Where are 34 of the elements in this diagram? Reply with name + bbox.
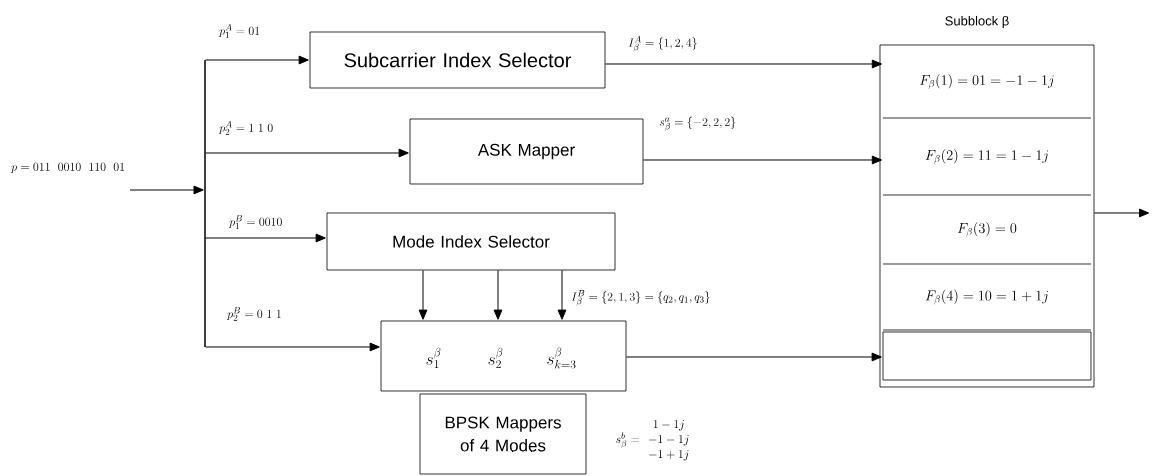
process-box: ASK Mapper	[409, 118, 644, 185]
arrow	[205, 148, 409, 158]
arrow	[129, 185, 204, 195]
arrow	[557, 269, 567, 320]
formula-label: $s_\beta^b = \begin{array}{c} 1-1j \\ -1-1j \\ -1+1j \end{array}$	[616, 420, 689, 461]
bus-line	[204, 59, 206, 348]
row-formula: $F_\beta(1) = 01 = -1 - 1j$	[919, 74, 1054, 89]
symbol-label: $s_2^\beta$	[488, 347, 503, 368]
row-formula: $F_\beta(2) = 11 = 1 - 1j$	[925, 149, 1049, 164]
edge-label: $p = 011\ \ 0010\ \ 110\ \ 01$	[10, 161, 127, 175]
arrow	[642, 155, 882, 165]
edge-label: $I_\beta^A = \{1,2,4\}$	[627, 35, 699, 53]
edge-label: $p_1^A = 01$	[218, 23, 262, 39]
symbol-label: $s_{k=3}^\beta$	[547, 347, 576, 369]
arrow	[418, 269, 428, 320]
edge-label: $p_2^A = 1\ 1\ 0$	[218, 120, 275, 136]
process-box: BPSK Mappers of 4 Modes	[419, 393, 587, 475]
arrow	[205, 342, 380, 352]
row-formula: $F_\beta(3) = 0$	[957, 222, 1017, 237]
arrow	[625, 352, 882, 362]
arrow	[493, 269, 503, 320]
process-box: Mode Index Selector	[326, 212, 616, 271]
arrow	[1093, 208, 1150, 218]
process-box: Subcarrier Index Selector	[309, 31, 606, 89]
edge-label: $p_1^B = 0010$	[228, 214, 284, 230]
edge-label: $p_2^B = 0\ 1\ 1$	[226, 306, 283, 322]
arrow	[604, 59, 882, 69]
arrow	[205, 55, 309, 65]
symbol-label: $s_1^\beta$	[426, 347, 441, 368]
edge-label: $I_\beta^B = \{2,1,3\} = \{q_2, q_1, q_3\}$	[570, 289, 712, 307]
row-formula: $F_\beta(4) = 10 = 1 + 1j$	[925, 289, 1048, 305]
edge-label: $s_\beta^a = \{-2, 2, 2\}$	[658, 115, 738, 133]
arrow	[205, 233, 326, 243]
heading: Subblock β	[945, 15, 1009, 29]
